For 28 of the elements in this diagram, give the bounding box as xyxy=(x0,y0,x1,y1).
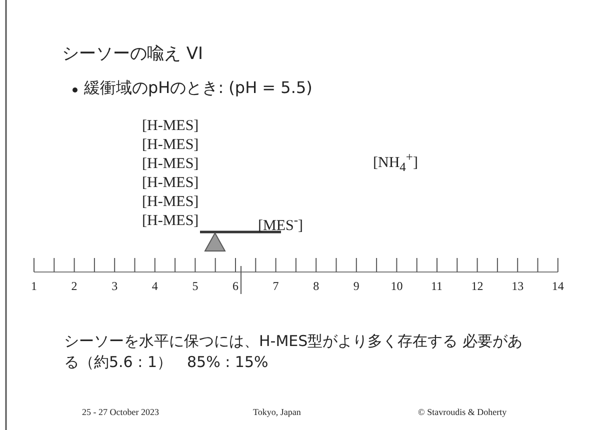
species-label: [H-MES] xyxy=(142,137,199,154)
species-label: [H-MES] xyxy=(142,213,199,230)
axis-tick-label: 8 xyxy=(313,279,320,294)
axis-tick-label: 2 xyxy=(71,279,78,294)
slide-title: シーソーの喩え VI xyxy=(62,43,204,65)
axis-tick-label: 11 xyxy=(431,279,443,294)
axis-tick-label: 4 xyxy=(152,279,158,294)
axis-tick-label: 1 xyxy=(31,279,37,294)
axis-tick-label: 12 xyxy=(471,279,484,294)
axis-tick-label: 13 xyxy=(512,279,524,294)
conclusion-text: シーソーを水平に保つには、H-MES型がより多く存在する 必要がある（約5.6 : 1） 85% : 15% xyxy=(64,331,524,373)
axis-tick-label: 7 xyxy=(272,279,279,294)
axis-tick-label: 5 xyxy=(192,279,198,294)
axis-tick-label: 14 xyxy=(552,279,564,294)
axis-tick-label: 3 xyxy=(112,279,118,294)
footer-location: Tokyo, Japan xyxy=(253,407,301,417)
species-label: [H-MES] xyxy=(142,156,199,173)
axis-tick-label: 10 xyxy=(390,279,403,294)
species-label: [MES$^{-}$] xyxy=(258,213,304,235)
species-label: [H-MES] xyxy=(142,175,199,192)
species-label: [H-MES] xyxy=(142,118,199,135)
footer-credit: © Stavroudis & Doherty xyxy=(418,407,507,417)
species-label: [NH$_{4}$$^{+}$] xyxy=(373,150,418,175)
bullet-text: 緩衝域のpHのとき: (pH = 5.5) xyxy=(84,78,312,99)
species-label: [H-MES] xyxy=(142,194,199,211)
axis-tick-label: 6 xyxy=(232,279,238,294)
footer-date: 25 - 27 October 2023 xyxy=(82,407,159,417)
axis-tick-label: 9 xyxy=(353,279,360,294)
